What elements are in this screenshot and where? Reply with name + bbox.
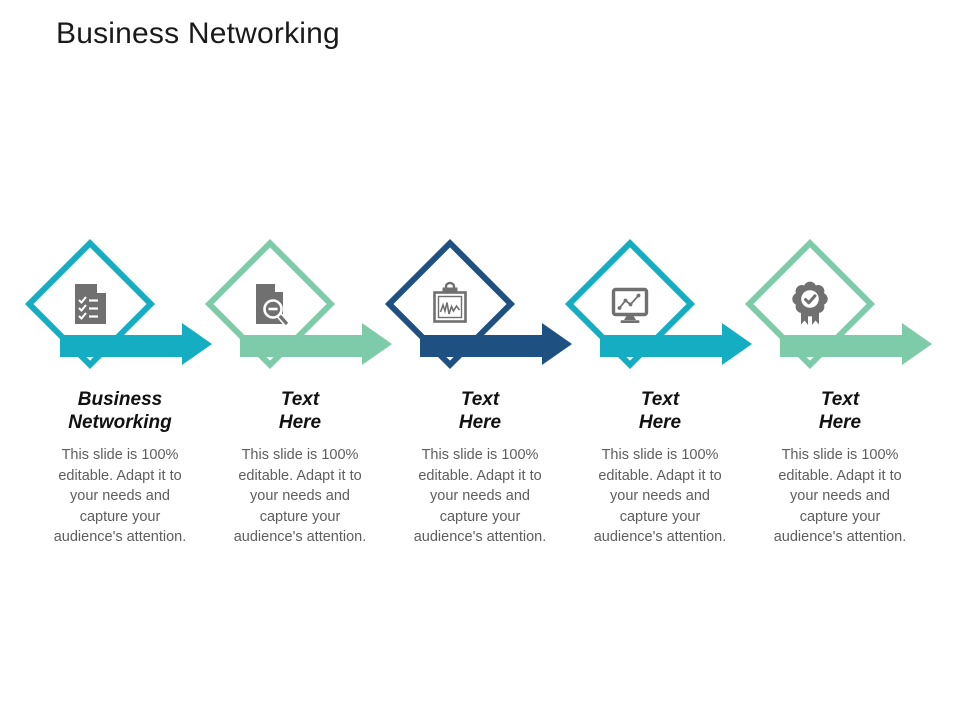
step-heading-line: Networking xyxy=(68,412,172,433)
step-heading-line: Text xyxy=(820,389,860,410)
forward-arrow xyxy=(240,323,392,365)
step-heading-line: Here xyxy=(818,412,862,433)
step-description-line: capture your xyxy=(439,508,521,525)
step-heading-line: Text xyxy=(460,389,500,410)
step-description-line: editable. Adapt it to xyxy=(238,467,362,484)
step-description-line: capture your xyxy=(259,508,341,525)
step-description-line: your needs and xyxy=(70,488,170,504)
step-heading-line: Business xyxy=(77,389,163,410)
step-description-line: editable. Adapt it to xyxy=(598,467,722,484)
step-heading: Text Here xyxy=(390,388,570,434)
process-step-5: Text Here This slide is 100% editable. A… xyxy=(720,238,960,560)
step-description-line: This slide is 100% xyxy=(601,447,719,463)
step-heading-line: Text xyxy=(280,389,320,410)
process-step-2: Text Here This slide is 100% editable. A… xyxy=(180,238,420,560)
step-description-line: your needs and xyxy=(610,488,710,504)
step-heading: Text Here xyxy=(570,388,750,434)
clipboard-chart-icon xyxy=(426,280,474,328)
step-description-line: This slide is 100% xyxy=(61,447,179,463)
step-description-line: This slide is 100% xyxy=(241,447,359,463)
step-description-line: audience's attention. xyxy=(233,529,367,545)
checklist-document-icon xyxy=(66,280,114,328)
step-description-line: audience's attention. xyxy=(413,529,547,545)
monitor-chart-icon xyxy=(606,280,654,328)
award-ribbon-icon xyxy=(786,280,834,328)
step-heading-line: Here xyxy=(638,412,682,433)
step-description-line: editable. Adapt it to xyxy=(58,467,182,484)
step-description: This slide is 100% editable. Adapt it to… xyxy=(215,445,385,548)
forward-arrow xyxy=(780,323,932,365)
step-description-line: your needs and xyxy=(430,488,530,504)
step-heading: Text Here xyxy=(210,388,390,434)
step-description-line: your needs and xyxy=(790,488,890,504)
step-heading: Business Networking xyxy=(30,388,210,434)
step-description: This slide is 100% editable. Adapt it to… xyxy=(395,445,565,548)
forward-arrow xyxy=(600,323,752,365)
step-description-line: capture your xyxy=(619,508,701,525)
step-heading-line: Text xyxy=(640,389,680,410)
process-step-3: Text Here This slide is 100% editable. A… xyxy=(360,238,600,560)
document-search-icon xyxy=(246,280,294,328)
step-heading: Text Here xyxy=(750,388,930,434)
step-description: This slide is 100% editable. Adapt it to… xyxy=(575,445,745,548)
step-heading-line: Here xyxy=(278,412,322,433)
step-heading-line: Here xyxy=(458,412,502,433)
step-description-line: editable. Adapt it to xyxy=(778,467,902,484)
step-description: This slide is 100% editable. Adapt it to… xyxy=(755,445,925,548)
step-description-line: capture your xyxy=(799,508,881,525)
step-description-line: your needs and xyxy=(250,488,350,504)
step-description-line: This slide is 100% xyxy=(421,447,539,463)
step-description: This slide is 100% editable. Adapt it to… xyxy=(35,445,205,548)
step-description-line: audience's attention. xyxy=(773,529,907,545)
process-step-1: Business Networking This slide is 100% e… xyxy=(0,238,240,560)
step-description-line: audience's attention. xyxy=(53,529,187,545)
forward-arrow xyxy=(60,323,212,365)
page-title: Business Networking xyxy=(56,17,340,50)
step-description-line: This slide is 100% xyxy=(781,447,899,463)
step-description-line: editable. Adapt it to xyxy=(418,467,542,484)
step-description-line: audience's attention. xyxy=(593,529,727,545)
forward-arrow xyxy=(420,323,572,365)
step-description-line: capture your xyxy=(79,508,161,525)
process-step-4: Text Here This slide is 100% editable. A… xyxy=(540,238,780,560)
